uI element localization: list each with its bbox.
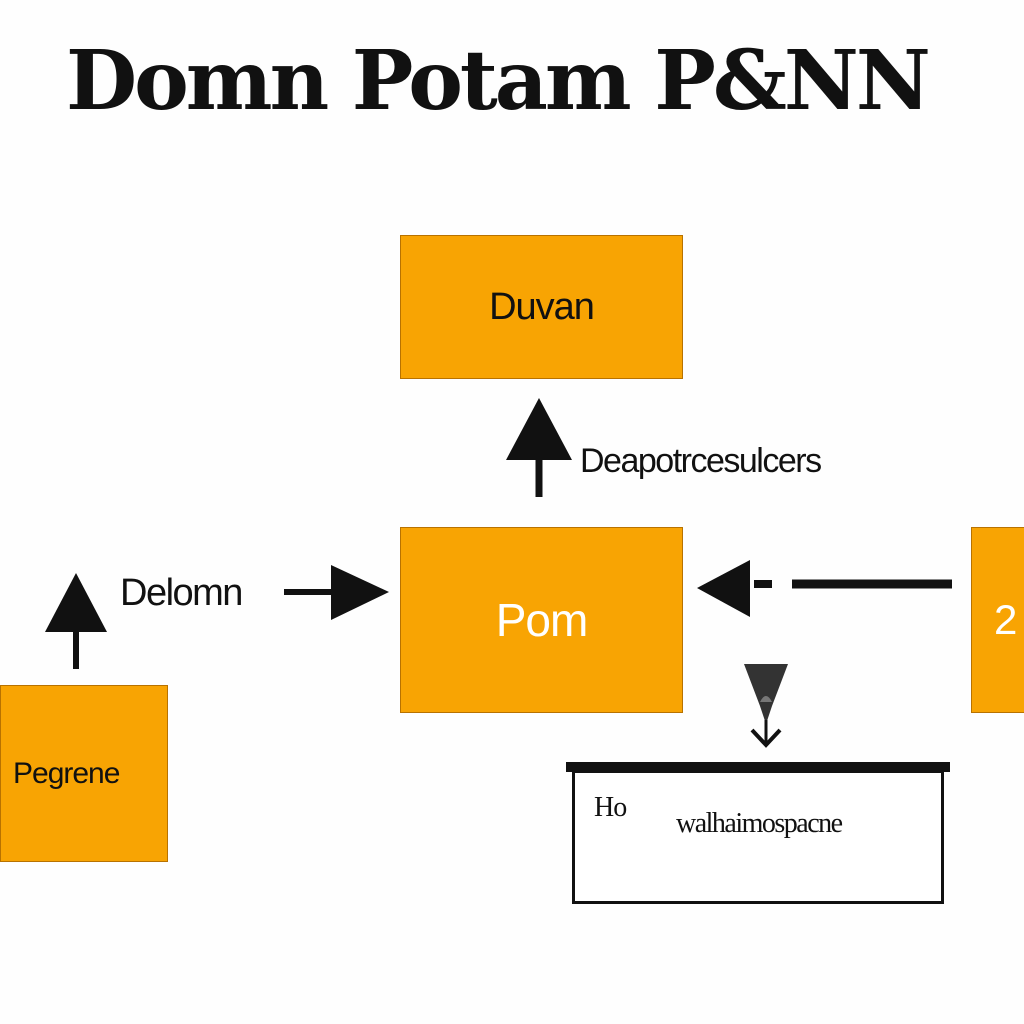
arrow-left-node-up [45,573,107,669]
arrow-center-to-top [506,398,572,497]
node-center: Pom [400,527,683,713]
arrow-down-to-note [744,664,788,748]
edge-label-upward: Deapotrcesulcers [580,442,822,480]
note-box [572,770,944,904]
node-left: Pegrene [0,685,168,862]
node-left-label: Pegrene [13,756,120,790]
edge-label-incoming-left: Delomn [120,572,243,614]
node-right: 2 [971,527,1024,713]
arrow-into-center-from-right [697,560,952,617]
node-top-label: Duvan [489,285,595,328]
diagram-title: Domn Potam P&NN [66,33,931,129]
node-center-label: Pom [495,594,589,646]
node-top: Duvan [400,235,683,379]
node-right-label: 2 [994,596,1018,643]
arrow-into-center-from-left [284,565,389,620]
note-box-header-bar [566,762,950,772]
note-text: walhaimospacne [676,808,843,839]
note-prefix: Ho [594,792,627,823]
